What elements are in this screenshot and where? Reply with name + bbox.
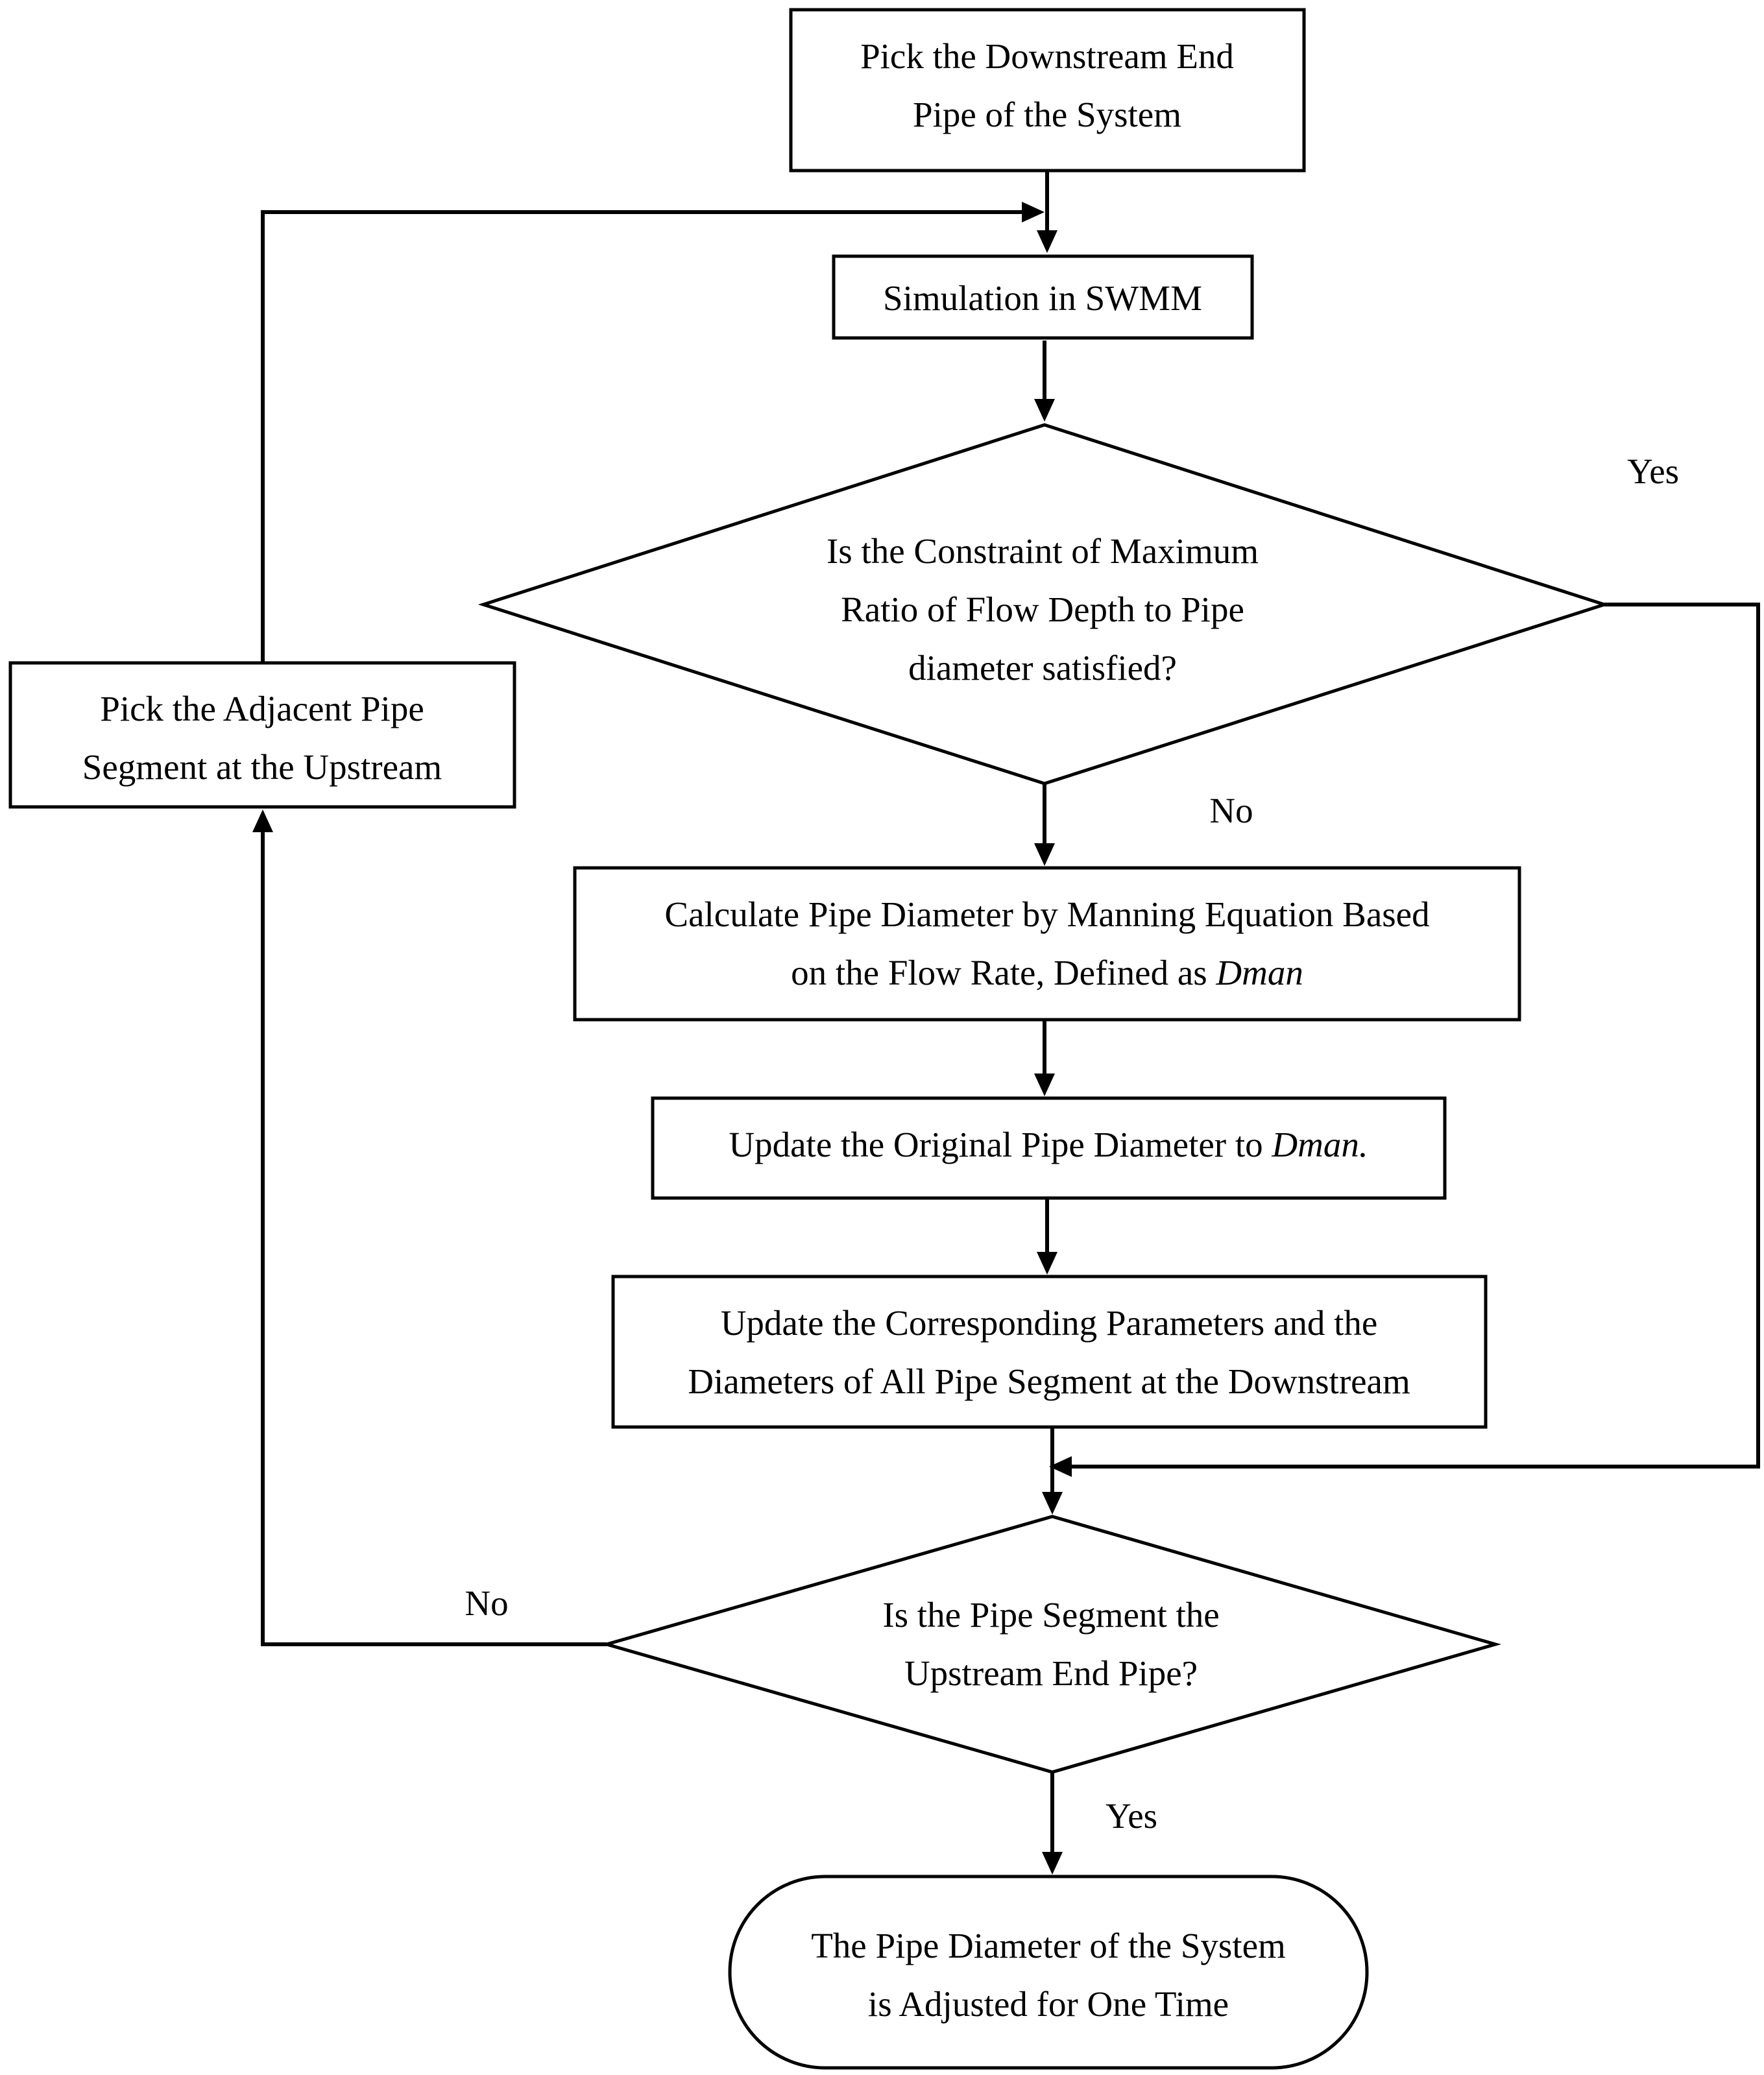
label-decision2-yes: Yes [1106,1796,1157,1836]
decision1-line2: Ratio of Flow Depth to Pipe [841,590,1244,629]
decision1-diamond: Is the Constraint of Maximum Ratio of Fl… [477,423,1610,786]
simulation-box-line1: Simulation in SWMM [883,278,1202,318]
calculate-box-line2-italic: Dman [1215,953,1303,992]
update-params-box: Update the Corresponding Parameters and … [611,1275,1488,1429]
arrowhead-decision1 [1034,399,1055,422]
connectors [252,171,1760,1875]
update-original-text: Update the Original Pipe Diameter to [729,1125,1272,1164]
arrowhead-update-original [1034,1073,1055,1096]
adjacent-box-line2: Segment at the Upstream [82,747,442,787]
adjacent-box-line1: Pick the Adjacent Pipe [100,689,424,728]
decision2-line1: Is the Pipe Segment the [882,1595,1219,1635]
edge-decision2-no [261,829,607,1646]
arrowhead-decision2 [1042,1492,1063,1515]
decision2-line2: Upstream End Pipe? [904,1653,1198,1693]
start-box-line2: Pipe of the System [913,95,1181,134]
update-original-line1: Update the Original Pipe Diameter to Dma… [729,1125,1368,1164]
edge-decision1-yes [1069,603,1760,1469]
calculate-box-line1: Calculate Pipe Diameter by Manning Equat… [664,894,1429,934]
calculate-box-line2-text: on the Flow Rate, Defined as [791,953,1216,992]
adjacent-box: Pick the Adjacent Pipe Segment at the Up… [8,661,516,809]
calculate-box: Calculate Pipe Diameter by Manning Equat… [573,866,1521,1022]
arrowhead-end [1042,1852,1063,1875]
calculate-box-line2: on the Flow Rate, Defined as Dman [791,953,1303,992]
decision1-line3: diameter satisfied? [908,648,1177,688]
start-box: Pick the Downstream End Pipe of the Syst… [789,8,1306,173]
simulation-box: Simulation in SWMM [832,254,1254,340]
arrowhead-loop-entry [1022,202,1045,222]
update-params-line1: Update the Corresponding Parameters and … [721,1303,1378,1343]
decision2-diamond: Is the Pipe Segment the Upstream End Pip… [600,1515,1502,1774]
update-original-italic: Dman. [1271,1125,1368,1164]
decision1-line1: Is the Constraint of Maximum [827,531,1259,571]
end-terminal-line1: The Pipe Diameter of the System [811,1926,1286,1965]
label-decision1-yes: Yes [1627,451,1679,491]
end-terminal: The Pipe Diameter of the System is Adjus… [728,1875,1369,2070]
arrowhead-calculate [1034,843,1055,866]
label-decision2-no: No [465,1583,508,1623]
arrowhead-update-params [1037,1252,1057,1275]
start-box-line1: Pick the Downstream End [860,36,1234,76]
arrowhead-simulation [1037,230,1057,253]
end-terminal-line2: is Adjusted for One Time [868,1984,1229,2024]
arrowhead-adjacent [252,810,273,832]
update-original-box: Update the Original Pipe Diameter to Dma… [651,1096,1447,1200]
update-params-line2: Diameters of All Pipe Segment at the Dow… [688,1361,1410,1401]
edge-adjacent-to-simulation [261,210,1025,663]
arrowhead-merge [1049,1456,1072,1477]
label-decision1-no: No [1209,791,1253,830]
